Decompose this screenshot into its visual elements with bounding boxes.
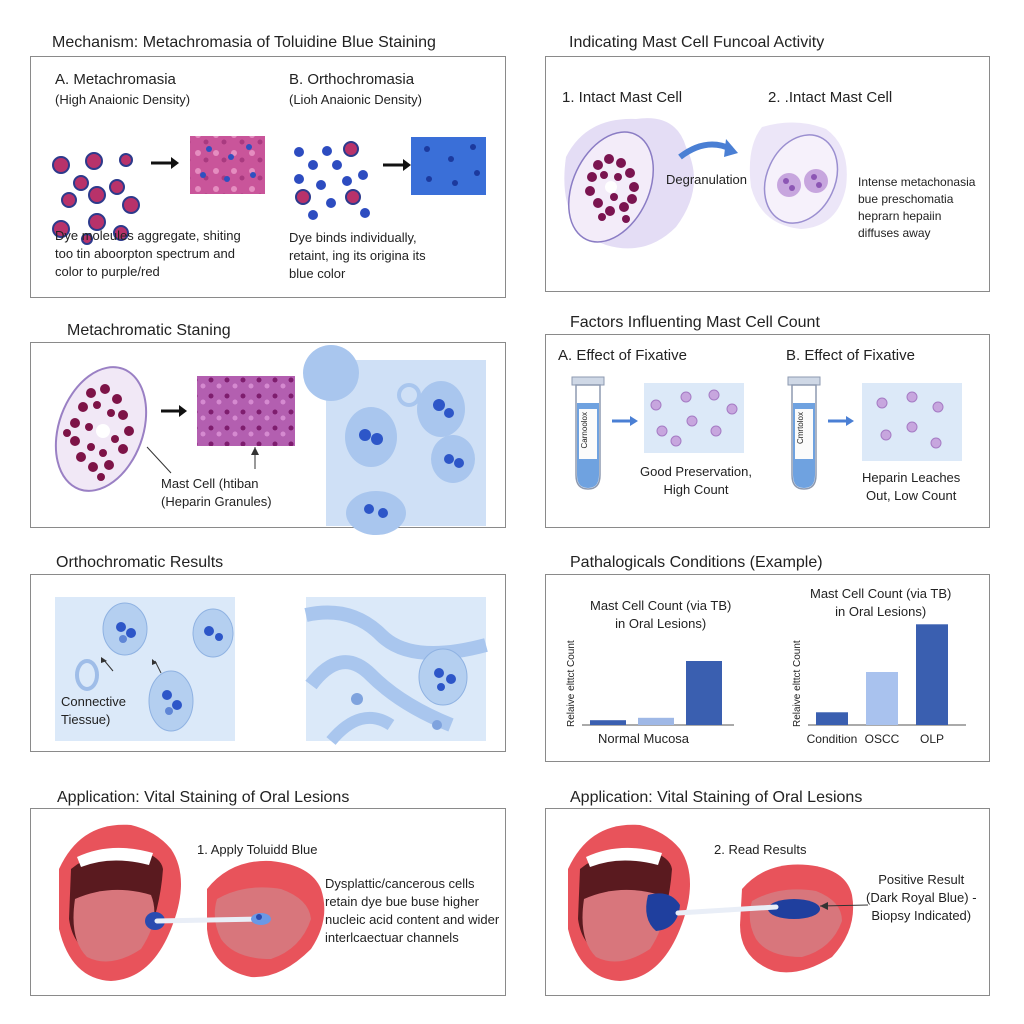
fixative-b-result: Heparin Leaches Out, Low Count (862, 470, 961, 503)
category-label-2: OLP (920, 732, 944, 746)
arrow-icon (828, 416, 854, 426)
aggregated-dye-molecules (52, 152, 140, 245)
orthochromatic-results-title: Orthochromatic Results (56, 554, 224, 571)
test-tube-b (787, 376, 821, 490)
swab (154, 916, 264, 924)
vital-staining-panel-left: 1. Apply Toluidd Blue Dysplattic/cancero… (30, 808, 506, 996)
read-results-illustration (568, 824, 869, 981)
chart-right-title: Mast Cell Count (via TB) in Oral Lesions… (810, 586, 952, 619)
swab (675, 904, 779, 916)
metachromatic-staining-illustration (54, 345, 486, 535)
vital-staining-title-left: Application: Vital Staining of Oral Lesi… (57, 789, 350, 806)
chart-bar-1 (866, 672, 898, 725)
chart-bar-2 (686, 661, 722, 725)
metachromasia-description: Dye moleules aggregate, shiting too tin … (55, 228, 241, 279)
apply-stain-step: 1. Apply Toluidd Blue (197, 842, 318, 857)
degranulation-arrow (678, 141, 733, 160)
mast-cell-label: Mast Cell (htiban (Heparin Granules) (161, 476, 272, 509)
bar-chart-left: Relaive elttct Count (566, 640, 734, 727)
degranulation-label: Degranulation (666, 172, 747, 187)
arrow-icon (161, 405, 187, 417)
pathological-conditions-title: Pathalogicals Conditions (Example) (570, 554, 823, 571)
test-tube-a (571, 376, 605, 490)
factors-title: Factors Influenting Mast Cell Count (570, 314, 820, 331)
stained-lesion (646, 893, 680, 931)
chart-bar-2 (916, 624, 948, 725)
connective-tissue-label: Connective Tiessue) (61, 694, 127, 727)
chart-left-title: Mast Cell Count (via TB) in Oral Lesions… (590, 598, 732, 631)
orthochromatic-illustration (55, 597, 488, 745)
tube-a-label: Carnoolox (580, 412, 589, 449)
fixative-b-heading: B. Effect of Fixative (786, 347, 915, 364)
arrow-icon (151, 157, 179, 169)
metachromatic-staining-title: Metachromatic Staning (67, 322, 231, 339)
vital-staining-panel-right: 2. Read Results Positive Result (Dark Ro… (545, 808, 990, 996)
chart-bar-0 (590, 720, 626, 725)
apply-stain-illustration (59, 824, 325, 981)
metachromasia-heading: A. Metachromasia (55, 71, 176, 88)
degranulation-description: Intense metachonasia bue preschomatia he… (858, 175, 976, 240)
orthochromasia-subheading: (Lioh Anaionic Density) (289, 92, 422, 107)
positive-stain-area (768, 899, 820, 919)
metachromatic-tissue-image (190, 136, 265, 194)
orthochromasia-description: Dye binds individually, retaint, ing its… (289, 230, 426, 281)
read-results-description: Positive Result (Dark Royal Blue) - Biop… (866, 872, 977, 923)
step-2-label: 2. .Intact Mast Cell (768, 89, 893, 106)
mechanism-title: Mechanism: Metachromasia of Toluidine Bl… (52, 34, 436, 51)
functional-activity-title: Indicating Mast Cell Funcoal Activity (569, 34, 825, 51)
tongue (73, 889, 155, 962)
mast-cell-pointer (146, 446, 172, 474)
stained-tissue-image (197, 376, 295, 446)
tube-b-label: Cmrtolox (796, 412, 805, 445)
arrow-icon (383, 159, 411, 171)
chart-bar-0 (816, 712, 848, 725)
orthochromatic-results-panel: Connective Tiessue) (30, 574, 506, 752)
tongue (582, 889, 664, 962)
factors-panel: A. Effect of Fixative B. Effect of Fixat… (545, 334, 990, 528)
orthochromasia-heading: B. Orthochromasia (289, 71, 415, 88)
fixative-illustration (571, 376, 962, 490)
degranulated-mast-cell (763, 134, 839, 224)
metachromatic-staining-panel: Mast Cell (htiban (Heparin Granules) (30, 342, 506, 535)
mechanism-illustration (52, 136, 486, 245)
functional-activity-panel: 1. Intact Mast Cell 2. .Intact Mast Cell… (545, 56, 990, 292)
chart-left-category-label: Normal Mucosa (598, 731, 690, 746)
chart-bar-1 (638, 717, 674, 725)
category-label-1: OSCC (865, 732, 900, 746)
read-results-step: 2. Read Results (714, 842, 807, 857)
fixative-a-result: Good Preservation, High Count (640, 464, 753, 497)
degranulation-illustration (564, 118, 847, 249)
metachromasia-subheading: (High Anaionic Density) (55, 92, 191, 107)
category-label-0: Condition (807, 732, 858, 746)
fixative-a-heading: A. Effect of Fixative (558, 347, 687, 364)
arrow-icon (612, 416, 638, 426)
mechanism-panel: A. Metachromasia (High Anaionic Density)… (30, 56, 506, 298)
individual-dye-molecules (294, 141, 370, 220)
step-1-label: 1. Intact Mast Cell (562, 89, 683, 106)
pathological-conditions-panel: Relaive elttct Count Relaive elttct Coun… (545, 574, 990, 762)
y-axis-label: Relaive elttct Count (792, 640, 803, 727)
vital-staining-title-right: Application: Vital Staining of Oral Lesi… (570, 789, 863, 806)
y-axis-label: Relaive elttct Count (566, 640, 577, 727)
apply-stain-description: Dysplattic/cancerous cells retain dye bu… (325, 876, 500, 945)
